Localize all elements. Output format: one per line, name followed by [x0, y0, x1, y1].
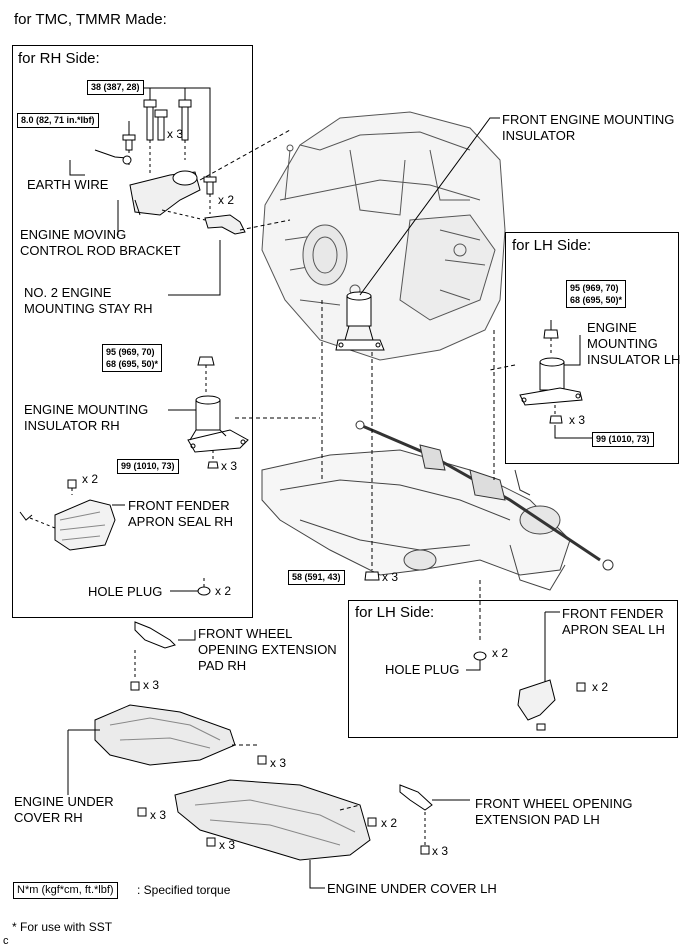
qty-cover-mid: x 3: [219, 838, 236, 852]
pad-lh-label-1: FRONT WHEEL OPENING: [475, 796, 633, 811]
insulator-lh-label-3: INSULATOR LH: [587, 352, 681, 367]
torque-rh-nut-2: 68 (695, 50)*: [106, 359, 159, 369]
pad-lh-part: [399, 784, 433, 811]
under-cover-rh-part: [94, 704, 236, 766]
earth-wire-label: EARTH WIRE: [27, 177, 109, 192]
torque-lh-nut-1: 95 (969, 70): [570, 283, 619, 293]
qty-cover-lh: x 2: [381, 816, 398, 830]
torque-rh-nut: 95 (969, 70) 68 (695, 50)*: [102, 344, 163, 372]
unit-legend-desc: : Specified torque: [137, 883, 231, 897]
lh-side-bottom-frame: [348, 600, 678, 738]
cover-rh-label-2: COVER RH: [14, 810, 83, 825]
qty-rh-bolt: x 3: [167, 127, 184, 141]
pad-lh-label-2: EXTENSION PAD LH: [475, 812, 600, 827]
steering-rack: [355, 420, 614, 571]
pad-rh-label-2: OPENING EXTENSION: [198, 642, 337, 657]
cover-lh-label: ENGINE UNDER COVER LH: [327, 881, 497, 896]
insulator-rh-label-1: ENGINE MOUNTING: [24, 402, 149, 417]
sst-note: * For use with SST: [12, 920, 113, 934]
front-crossmember: [261, 449, 571, 591]
torque-rh-nut-1: 95 (969, 70): [106, 347, 155, 357]
qty-rh-plug: x 2: [215, 584, 232, 598]
cover-rh-label-1: ENGINE UNDER: [14, 794, 114, 809]
insulator-rh-label-2: INSULATOR RH: [24, 418, 120, 433]
torque-lh-bottom: 99 (1010, 73): [592, 432, 654, 447]
qty-lh-fender: x 2: [592, 680, 609, 694]
bracket-label-2: CONTROL ROD BRACKET: [20, 243, 181, 258]
front-mount-label-2: INSULATOR: [502, 128, 576, 143]
bracket-label-1: ENGINE MOVING: [20, 227, 127, 242]
qty-rh-stay: x 2: [218, 193, 235, 207]
front-mount-label-1: FRONT ENGINE MOUNTING: [502, 112, 675, 127]
fender-seal-rh-part: [54, 499, 116, 551]
stay-label-2: MOUNTING STAY RH: [24, 301, 153, 316]
corner-mark: c: [3, 935, 9, 947]
pad-rh-label-1: FRONT WHEEL: [198, 626, 293, 641]
bracket-part: [129, 170, 201, 216]
qty-center: x 3: [382, 570, 399, 584]
fender-seal-lh-part: [517, 679, 556, 721]
qty-cover-top: x 3: [270, 756, 287, 770]
qty-rh-bottom: x 3: [221, 459, 238, 473]
fender-lh-label-2: APRON SEAL LH: [562, 622, 665, 637]
hole-plug-lh-label: HOLE PLUG: [385, 662, 460, 677]
qty-pad-lh: x 3: [432, 844, 449, 858]
stay-label-1: NO. 2 ENGINE: [24, 285, 112, 300]
fender-lh-label-1: FRONT FENDER: [562, 606, 664, 621]
lh-side-top-title: for LH Side:: [512, 237, 592, 254]
insulator-lh-part: [519, 357, 583, 406]
hole-plug-rh-label: HOLE PLUG: [88, 584, 163, 599]
torque-lh-nut: 95 (969, 70) 68 (695, 50)*: [566, 280, 627, 308]
qty-lh-plug: x 2: [492, 646, 509, 660]
torque-center: 58 (591, 43): [288, 570, 345, 585]
pad-rh-label-3: PAD RH: [198, 658, 247, 673]
qty-lh-bottom: x 3: [569, 413, 586, 427]
unit-legend-box: N*m (kgf*cm, ft.*lbf): [13, 882, 118, 899]
qty-cover-rh: x 3: [150, 808, 167, 822]
front-mount-insulator-part: [335, 291, 385, 351]
torque-rh-bottom: 99 (1010, 73): [117, 459, 179, 474]
torque-lh-nut-2: 68 (695, 50)*: [570, 295, 623, 305]
rh-side-title: for RH Side:: [18, 50, 100, 67]
insulator-lh-label-1: ENGINE: [587, 320, 637, 335]
pad-rh-part: [134, 621, 176, 649]
rh-side-frame: [12, 45, 253, 618]
insulator-lh-label-2: MOUNTING: [587, 336, 658, 351]
torque-rh-bolt: 38 (387, 28): [87, 80, 144, 95]
qty-pad-rh: x 3: [143, 678, 160, 692]
fender-rh-label-1: FRONT FENDER: [128, 498, 230, 513]
torque-rh-earth: 8.0 (82, 71 in.*lbf): [17, 113, 99, 128]
under-cover-lh-part: [174, 779, 371, 861]
made-for-heading: for TMC, TMMR Made:: [14, 11, 167, 28]
fender-rh-label-2: APRON SEAL RH: [128, 514, 233, 529]
insulator-rh-part: [187, 395, 249, 453]
qty-rh-fender: x 2: [82, 472, 99, 486]
lh-side-top-frame: [505, 232, 679, 464]
engine-assembly: [261, 111, 506, 361]
lh-side-bottom-title: for LH Side:: [355, 604, 435, 621]
